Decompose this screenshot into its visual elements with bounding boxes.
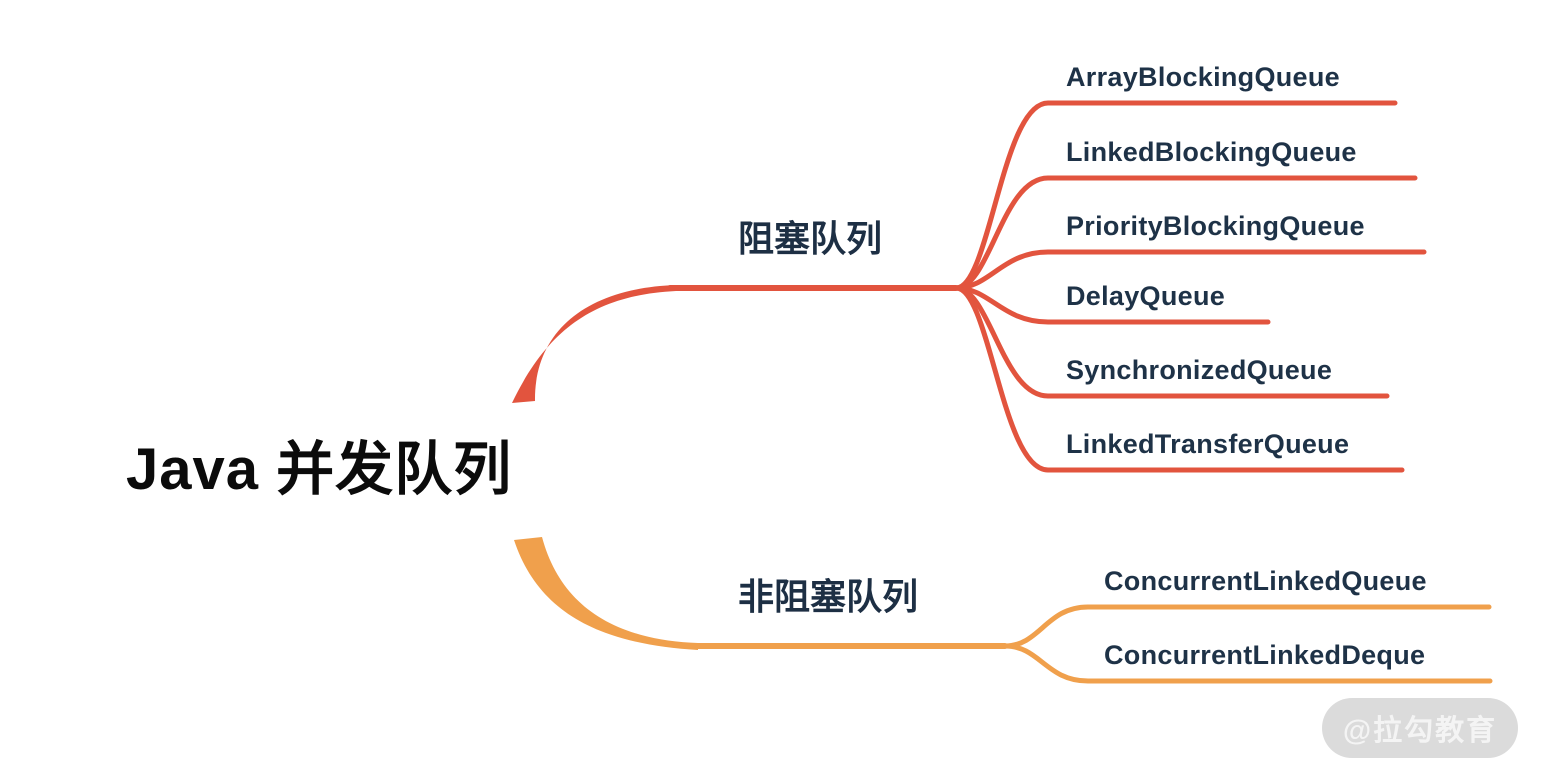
leaf-connector-linkedblockingqueue — [953, 175, 1418, 291]
leaf-node-arrayblockingqueue: ArrayBlockingQueue — [1066, 62, 1340, 92]
leaf-connector-concurrentlinkeddeque — [1002, 643, 1493, 684]
branch-node-blocking-queue: 阻塞队列 — [738, 218, 883, 259]
watermark-text: @拉勾教育 — [1342, 715, 1498, 747]
leaf-connector-arrayblockingqueue — [953, 100, 1398, 291]
leaf-node-concurrentlinkeddeque: ConcurrentLinkedDeque — [1104, 640, 1426, 670]
leaf-node-synchronizedqueue: SynchronizedQueue — [1066, 355, 1333, 385]
branch-node-nonblocking-queue: 非阻塞队列 — [738, 576, 919, 617]
leaf-node-linkedblockingqueue: LinkedBlockingQueue — [1066, 137, 1357, 167]
leaf-node-delayqueue: DelayQueue — [1066, 281, 1226, 311]
blocking-branch-trunk — [512, 285, 676, 403]
nonblocking-branch-trunk — [514, 537, 698, 650]
leaf-connector-priorityblockingqueue — [953, 249, 1427, 291]
leaf-node-linkedtransferqueue: LinkedTransferQueue — [1066, 429, 1350, 459]
leaf-node-priorityblockingqueue: PriorityBlockingQueue — [1066, 211, 1365, 241]
leaf-node-concurrentlinkedqueue: ConcurrentLinkedQueue — [1104, 566, 1427, 596]
watermark-badge: @拉勾教育 — [1322, 698, 1518, 758]
leaf-connector-concurrentlinkedqueue — [1002, 604, 1492, 649]
leaf-connector-linkedtransferqueue — [953, 285, 1405, 473]
root-node-label: Java 并发队列 — [126, 437, 513, 502]
